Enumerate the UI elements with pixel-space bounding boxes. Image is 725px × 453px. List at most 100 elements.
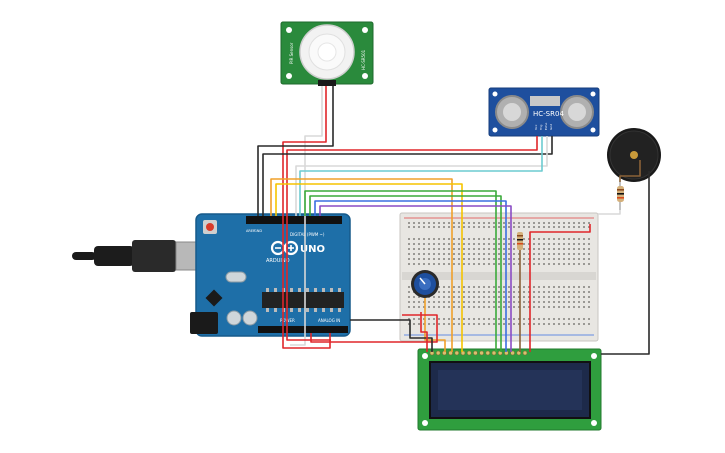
breadboard-hole: [438, 286, 440, 288]
breadboard-hole: [543, 226, 545, 228]
breadboard-hole: [418, 323, 420, 325]
breadboard-hole: [573, 323, 575, 325]
breadboard-hole: [433, 253, 435, 255]
buzzer-hole-icon: [630, 151, 638, 159]
breadboard-hole: [448, 248, 450, 250]
breadboard-hole: [553, 238, 555, 240]
breadboard-hole: [428, 263, 430, 265]
breadboard-hole: [493, 301, 495, 303]
pir-right-label: HC-SR501: [361, 49, 366, 70]
breadboard-hole: [573, 243, 575, 245]
breadboard-hole: [518, 286, 520, 288]
breadboard-hole: [543, 238, 545, 240]
breadboard-hole: [493, 291, 495, 293]
breadboard-hole: [463, 238, 465, 240]
breadboard-hole: [528, 248, 530, 250]
breadboard-hole: [573, 263, 575, 265]
breadboard-hole: [458, 226, 460, 228]
breadboard-hole: [448, 301, 450, 303]
breadboard-hole: [508, 226, 510, 228]
breadboard-hole: [438, 238, 440, 240]
breadboard-hole: [538, 253, 540, 255]
breadboard-hole: [478, 258, 480, 260]
breadboard-hole: [553, 306, 555, 308]
breadboard-hole: [468, 222, 470, 224]
breadboard-hole: [483, 286, 485, 288]
breadboard-hole: [468, 226, 470, 228]
breadboard-hole: [573, 296, 575, 298]
breadboard-hole: [483, 291, 485, 293]
lcd-pin-d3[interactable]: [485, 350, 491, 356]
breadboard-hole: [558, 222, 560, 224]
breadboard-hole: [468, 291, 470, 293]
breadboard-hole: [468, 258, 470, 260]
breadboard-hole: [563, 286, 565, 288]
breadboard-hole: [423, 248, 425, 250]
breadboard-hole: [418, 318, 420, 320]
breadboard-hole: [508, 243, 510, 245]
usb-chip: [205, 289, 223, 307]
breadboard-hole: [453, 222, 455, 224]
potentiometer[interactable]: [411, 270, 439, 298]
breadboard-hole: [528, 318, 530, 320]
breadboard-hole: [453, 248, 455, 250]
breadboard-hole: [493, 258, 495, 260]
breadboard-hole: [558, 286, 560, 288]
breadboard-hole: [483, 263, 485, 265]
breadboard-hole: [408, 238, 410, 240]
breadboard-hole: [588, 253, 590, 255]
breadboard-hole: [578, 323, 580, 325]
breadboard-hole: [468, 248, 470, 250]
breadboard-hole: [473, 318, 475, 320]
breadboard-hole: [438, 248, 440, 250]
breadboard-hole: [453, 318, 455, 320]
lcd-pin-d1[interactable]: [473, 350, 478, 356]
wire-us-trig: [299, 136, 543, 216]
lcd-pin-d0[interactable]: [466, 350, 472, 356]
breadboard-hole: [478, 301, 480, 303]
lcd-pin-d2[interactable]: [479, 350, 484, 356]
lcd-pin-vcc[interactable]: [435, 350, 441, 356]
breadboard-hole: [433, 323, 435, 325]
breadboard-hole: [463, 301, 465, 303]
breadboard-hole: [548, 258, 550, 260]
breadboard-hole: [508, 301, 510, 303]
piezo-buzzer: [607, 128, 661, 182]
breadboard-hole: [548, 226, 550, 228]
breadboard-hole: [413, 238, 415, 240]
breadboard-hole: [458, 286, 460, 288]
pir-mount-hole: [286, 27, 292, 33]
breadboard-hole: [508, 296, 510, 298]
lcd-pin-rw[interactable]: [454, 350, 460, 356]
breadboard-hole: [563, 291, 565, 293]
breadboard-hole: [408, 226, 410, 228]
breadboard-hole: [448, 238, 450, 240]
breadboard-hole: [498, 296, 500, 298]
breadboard-hole: [478, 286, 480, 288]
breadboard-hole: [458, 238, 460, 240]
breadboard-hole: [478, 226, 480, 228]
crystal: [225, 271, 247, 283]
pir-sensor: PIR Sensor HC-SR501: [280, 21, 374, 86]
breadboard-hole: [408, 301, 410, 303]
breadboard-hole: [473, 306, 475, 308]
breadboard-hole: [473, 243, 475, 245]
wire-pir-gnd: [257, 86, 334, 216]
breadboard-hole: [413, 323, 415, 325]
breadboard-hole: [463, 286, 465, 288]
breadboard-hole: [453, 296, 455, 298]
lcd-pin-d4[interactable]: [491, 350, 497, 356]
breadboard-hole: [473, 323, 475, 325]
breadboard-hole: [498, 301, 500, 303]
breadboard-hole: [488, 238, 490, 240]
breadboard-hole: [568, 243, 570, 245]
breadboard-hole: [463, 222, 465, 224]
breadboard-hole: [533, 248, 535, 250]
breadboard-hole: [578, 253, 580, 255]
breadboard-hole: [513, 286, 515, 288]
lcd-pin-led[interactable]: [522, 350, 528, 356]
breadboard-hole: [458, 291, 460, 293]
breadboard-hole: [418, 226, 420, 228]
breadboard-hole: [468, 318, 470, 320]
breadboard-hole: [518, 306, 520, 308]
